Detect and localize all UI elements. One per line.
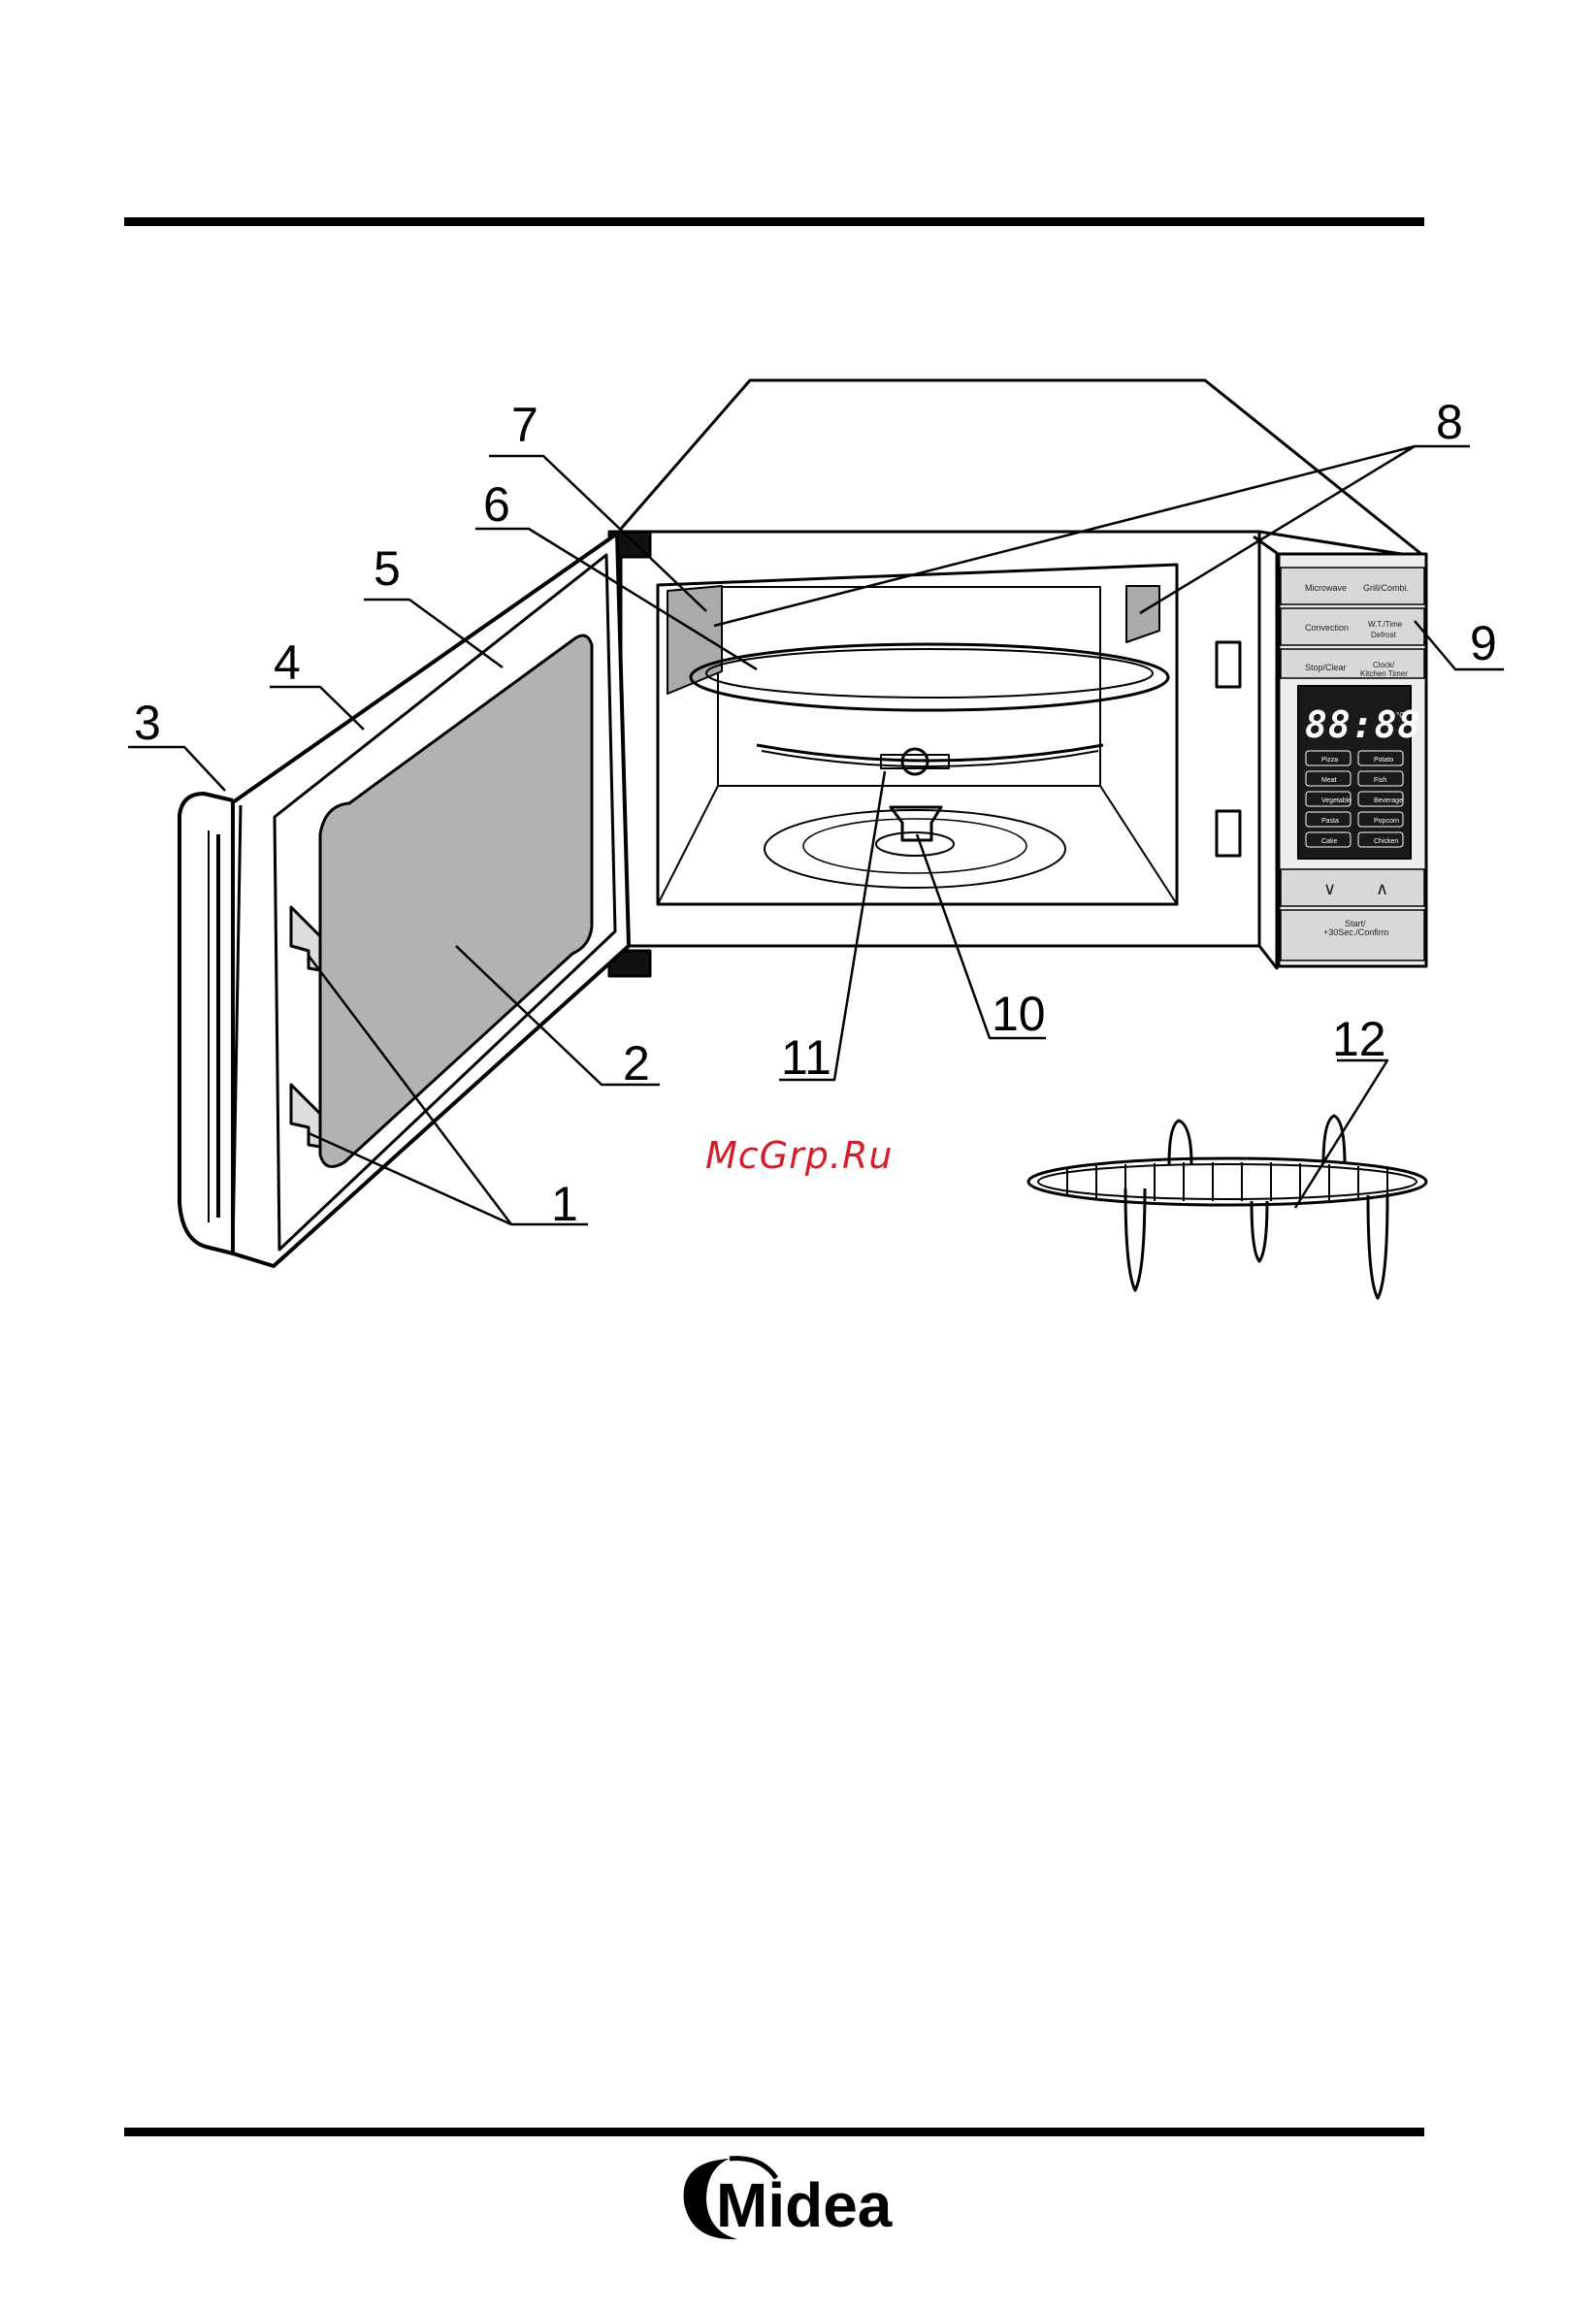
- callout-2: 2: [623, 1036, 650, 1090]
- callout-12: 12: [1332, 1012, 1386, 1066]
- latch-slot-top: [1217, 642, 1240, 687]
- display-unit-c: °C: [1396, 711, 1405, 720]
- microwave-button[interactable]: Microwave: [1305, 583, 1347, 593]
- midea-logo-text: Midea: [716, 2170, 893, 2240]
- glass-tray-inner: [706, 649, 1153, 698]
- down-arrow-button[interactable]: ∨: [1323, 879, 1336, 898]
- callout-10: 10: [992, 987, 1046, 1041]
- grill-rack-leg-5: [1368, 1195, 1387, 1298]
- stop-clear-button[interactable]: Stop/Clear: [1305, 663, 1347, 672]
- panel-button-row-2: [1281, 608, 1424, 645]
- menu-label-potato: Potato: [1374, 757, 1393, 764]
- cavity-inner: [718, 587, 1100, 786]
- wt-time-button-line1[interactable]: W.T./Time: [1368, 620, 1403, 629]
- waveguide-cover-left: [668, 586, 722, 694]
- cavity-floor-right: [1100, 786, 1177, 904]
- menu-label-chicken: Chicken: [1374, 838, 1398, 845]
- grill-combi-button[interactable]: Grill/Combi.: [1363, 583, 1409, 593]
- cavity-back: [658, 565, 1177, 904]
- leader-12: [1295, 1060, 1387, 1208]
- callout-1: 1: [551, 1177, 578, 1231]
- arrow-button-row: [1281, 869, 1424, 906]
- callout-9: 9: [1470, 616, 1497, 670]
- midea-logo: Midea: [684, 2159, 893, 2240]
- convection-button[interactable]: Convection: [1305, 623, 1349, 633]
- callout-4: 4: [274, 635, 301, 690]
- menu-label-popcorn: Popcorn: [1374, 818, 1399, 825]
- grill-rack-rim: [1028, 1158, 1426, 1205]
- callout-6: 6: [483, 477, 510, 532]
- menu-label-meat: Meat: [1321, 777, 1337, 784]
- callout-5: 5: [374, 541, 401, 596]
- start-button-line2[interactable]: +30Sec./Confirm: [1323, 927, 1388, 937]
- menu-label-fish: Fish: [1374, 777, 1386, 784]
- grill-rack-leg-3: [1252, 1201, 1267, 1261]
- menu-label-beverage: Beverage: [1374, 797, 1403, 804]
- floor-ring-outer: [765, 810, 1065, 888]
- up-arrow-button[interactable]: ∧: [1376, 879, 1388, 898]
- menu-label-vegetable: Vegetable: [1321, 797, 1352, 804]
- grill-rack-rim-inner: [1038, 1164, 1417, 1199]
- clock-button-line1[interactable]: Clock/: [1373, 661, 1395, 669]
- floor-ring-inner: [876, 832, 954, 856]
- wt-time-button-line2[interactable]: Defrost: [1371, 631, 1397, 639]
- watermark: McGrp.Ru: [705, 1134, 893, 1177]
- floor-ring-mid: [803, 819, 1026, 873]
- menu-label-pizza: Pizza: [1321, 757, 1338, 764]
- menu-label-cake: Cake: [1321, 838, 1337, 845]
- callout-11: 11: [781, 1030, 831, 1085]
- door-handle: [179, 794, 233, 1253]
- latch-slot-bottom: [1217, 811, 1240, 856]
- waveguide-cover-right: [1126, 586, 1159, 642]
- glass-tray: [691, 644, 1168, 710]
- callout-8: 8: [1436, 395, 1463, 449]
- cavity-floor-left: [658, 786, 718, 904]
- control-panel-edge: [1254, 537, 1277, 968]
- leader-3: [128, 747, 225, 791]
- display-readout: 88:88: [1305, 703, 1420, 746]
- clock-button-line2[interactable]: Kitchen Timer: [1360, 669, 1408, 678]
- callout-7: 7: [511, 398, 538, 452]
- callout-3: 3: [134, 696, 161, 750]
- cabinet-top: [621, 380, 1426, 558]
- menu-label-pasta: Pasta: [1321, 818, 1339, 825]
- display-unit-g: g: [1398, 727, 1402, 735]
